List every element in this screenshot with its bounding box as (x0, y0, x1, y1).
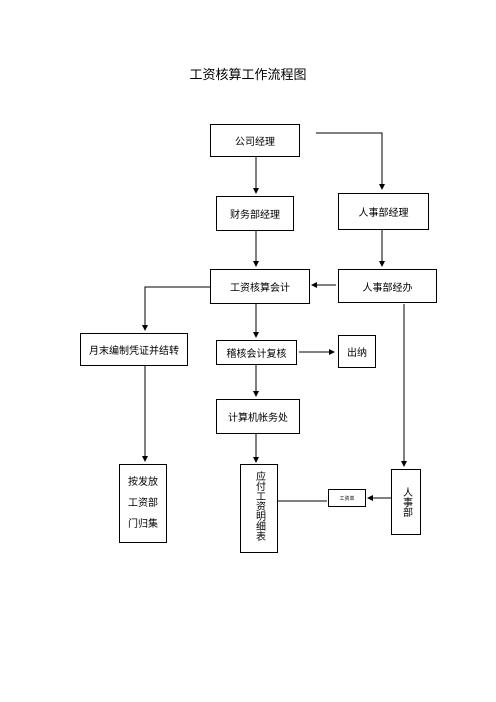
node-cashier: 出纳 (338, 335, 376, 368)
page-title: 工资核算工作流程图 (189, 68, 307, 83)
payroll-detail-label: 应付工资明细表 (253, 471, 265, 541)
node-small-box: 工资单 (328, 489, 366, 507)
node-payroll-accountant: 工资核算会计 (210, 269, 310, 304)
node-month-end: 月末编制凭证并结转 (80, 333, 188, 366)
arrow-accountant-to-monthend (142, 286, 210, 331)
node-distribution: 按发放 工资部 门归集 (119, 464, 167, 543)
distribution-line-3: 门归集 (128, 519, 158, 530)
distribution-line-1: 按发放 (128, 477, 158, 488)
node-audit-calc: 稽核会计复核 (216, 340, 297, 365)
distribution-line-2: 工资部 (128, 498, 158, 509)
node-company-manager: 公司经理 (210, 124, 300, 157)
hr-dept-label: 人事部 (400, 487, 412, 517)
node-hr-manager: 人事部经理 (338, 193, 429, 230)
node-finance-manager: 财务部经理 (216, 196, 294, 231)
node-hr-clerk: 人事部经办 (338, 269, 437, 303)
node-hr-dept: 人事部 (391, 469, 421, 535)
arrow-company-to-hr (316, 132, 385, 190)
node-computer-office: 计算机帐务处 (216, 399, 300, 434)
node-payroll-detail: 应付工资明细表 (240, 464, 278, 553)
